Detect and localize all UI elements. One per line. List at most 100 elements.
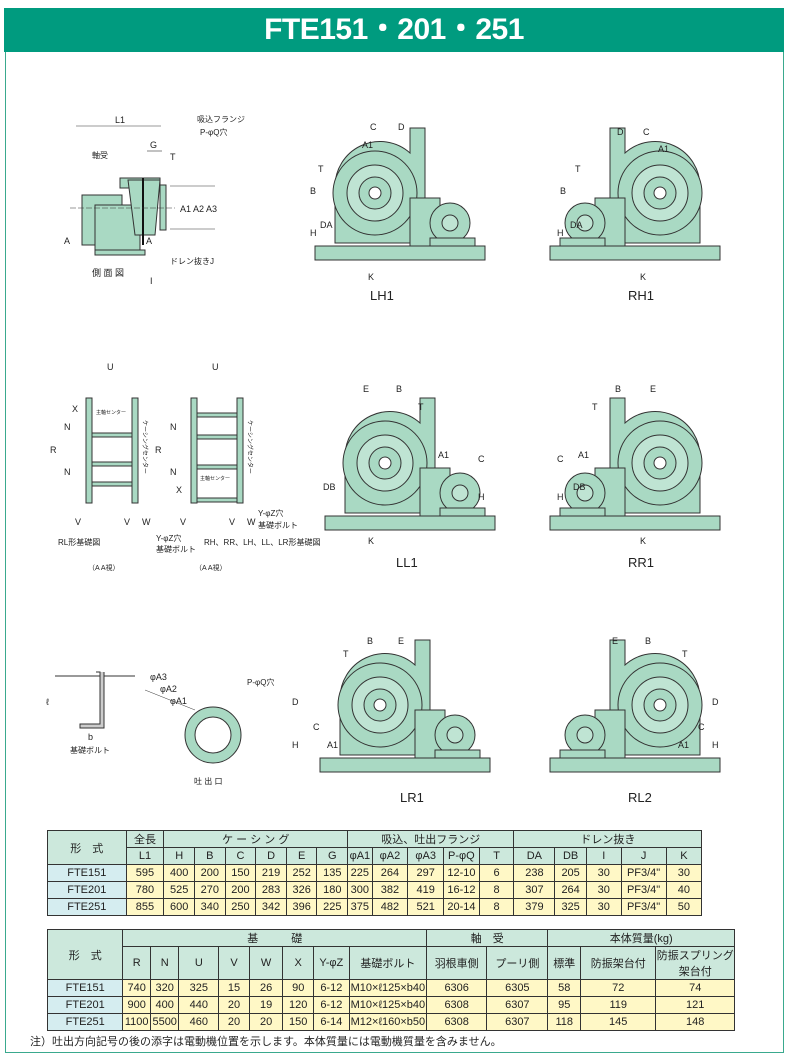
dim-label: H (310, 228, 317, 238)
column-header: W (248, 946, 284, 980)
dim-w: W (142, 517, 151, 527)
column-header: Y-φZ (313, 946, 350, 980)
value-cell: 6307 (486, 1013, 549, 1031)
value-cell: 200 (224, 881, 257, 899)
value-cell: 58 (547, 979, 582, 997)
dim-r: R (155, 445, 162, 455)
fan-drawing-rl2 (549, 639, 721, 773)
column-header: プーリ側 (486, 946, 549, 980)
value-cell: 780 (125, 881, 165, 899)
view-caption-ll1: LL1 (396, 555, 418, 570)
dim-label: C (698, 722, 705, 732)
value-cell: 12-10 (443, 864, 480, 882)
value-cell: 264 (371, 864, 409, 882)
column-header: 防振架台付 (580, 946, 657, 980)
view-caption-lh1: LH1 (370, 288, 394, 303)
value-cell: 120 (282, 996, 314, 1014)
value-cell: 26 (248, 979, 284, 997)
dim-label: H (292, 740, 299, 750)
value-cell: PF3/4" (620, 881, 667, 899)
column-header: D (255, 847, 287, 865)
dim-n: N (64, 467, 71, 477)
value-cell: 595 (125, 864, 165, 882)
model-cell: FTE251 (47, 898, 127, 916)
value-cell: 900 (122, 996, 151, 1014)
value-cell: 6307 (486, 996, 549, 1014)
value-cell: 30 (585, 881, 622, 899)
value-cell: 148 (655, 1013, 735, 1031)
dim-v: V (229, 517, 235, 527)
value-cell: M12×ℓ160×b50 (348, 1013, 428, 1031)
column-header: R (122, 946, 151, 980)
dim-label: C (557, 454, 564, 464)
group-header: 軸 受 (426, 929, 549, 947)
aa-view-label: （A A視） (88, 563, 120, 572)
foundation-plans (85, 397, 244, 504)
dim-label: H (557, 492, 564, 502)
group-header: ケ ー シ ン グ (163, 830, 349, 848)
side-view-drawing: L1 G T A1 A2 A3 A A I 軸受 吸込フランジ P-φQ穴 ドレ… (64, 115, 245, 286)
dim-i: I (150, 276, 153, 286)
value-cell: 50 (665, 898, 703, 916)
value-cell: 325 (554, 898, 587, 916)
dim-label: A1 (678, 740, 689, 750)
value-cell: 118 (547, 1013, 582, 1031)
column-header: φA1 (347, 847, 373, 865)
fan-drawing-rh1 (549, 127, 721, 261)
column-header: E (285, 847, 318, 865)
dim-label: E (650, 384, 656, 394)
value-cell: PF3/4" (620, 864, 667, 882)
side-view-caption: 側 面 図 (92, 267, 124, 278)
column-header: DA (513, 847, 556, 865)
column-header: C (224, 847, 257, 865)
value-cell: 307 (513, 881, 556, 899)
dim-label: K (640, 536, 646, 546)
value-cell: 460 (178, 1013, 220, 1031)
dim-n: N (170, 422, 177, 432)
value-cell: 6-12 (313, 996, 350, 1014)
dim-label: K (368, 272, 374, 282)
dim-u: U (107, 362, 114, 372)
value-cell: 20 (218, 1013, 250, 1031)
dim-label: D (712, 697, 719, 707)
column-header: 羽根車側 (426, 946, 488, 980)
model-cell: FTE251 (46, 1013, 124, 1031)
column-header: U (178, 946, 220, 980)
value-cell: 6308 (426, 1013, 488, 1031)
view-caption-rl2: RL2 (628, 790, 652, 805)
value-cell: 40 (665, 881, 703, 899)
dim-label: H (712, 740, 719, 750)
casing-center-label: ケーシングセンター (141, 420, 149, 474)
model-cell: FTE201 (46, 996, 124, 1014)
value-cell: M10×ℓ125×b40 (348, 996, 428, 1014)
dim-label: T (592, 402, 598, 412)
dim-label: A1 (578, 450, 589, 460)
dim-a-left: A (64, 236, 70, 246)
bolt-caption: 基礎ボルト (70, 745, 110, 755)
value-cell: 270 (193, 881, 226, 899)
value-cell: 6306 (426, 979, 488, 997)
view-caption-rh1: RH1 (628, 288, 654, 303)
value-cell: 340 (193, 898, 226, 916)
yz-hole-label: Y-φZ穴 (258, 508, 283, 518)
value-cell: 20 (218, 996, 250, 1014)
value-cell: 482 (371, 898, 409, 916)
column-header: K (665, 847, 703, 865)
value-cell: 200 (193, 864, 226, 882)
dim-label: C (370, 122, 377, 132)
dim-label: H (478, 492, 485, 502)
dim-label: T (418, 402, 424, 412)
dim-label: B (560, 186, 566, 196)
model-cell: FTE151 (47, 864, 127, 882)
bearing-label: 軸受 (92, 150, 108, 160)
dim-label: C (643, 127, 650, 137)
model-header: 形 式 (47, 830, 127, 865)
value-cell: 400 (163, 864, 195, 882)
fan-drawing-lr1 (319, 639, 491, 773)
value-cell: 30 (585, 898, 622, 916)
dim-label: T (575, 164, 581, 174)
